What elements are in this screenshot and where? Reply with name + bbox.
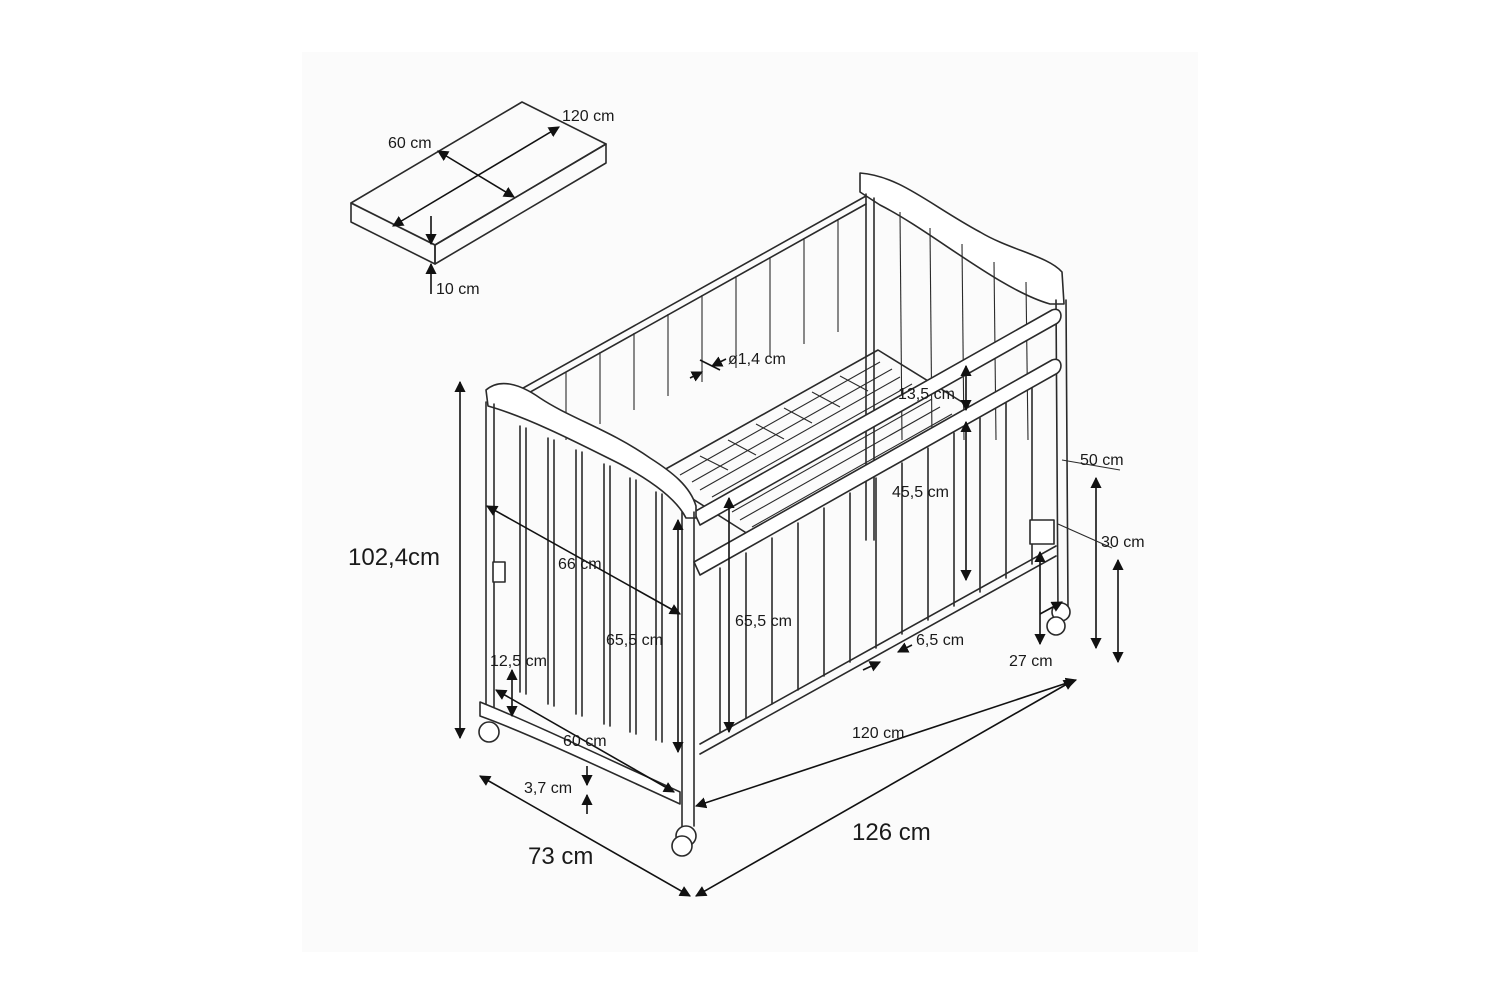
slat-diameter-arrow-b — [689, 371, 704, 382]
back-rail-slats — [565, 219, 839, 440]
mattress-front-face — [350, 202, 436, 265]
dimension-labels: 120 cm 60 cm 10 cm ø1,4 cm 13,5 cm 45,5 … — [348, 108, 1145, 870]
slat-diameter-arrow-a — [710, 356, 727, 367]
front-bottom-rail — [699, 545, 1057, 745]
slat-diameter-leader — [699, 359, 721, 371]
front-base-height-label: 65,5 cm — [735, 613, 792, 630]
front-rail-slats — [719, 387, 1033, 733]
back-post-right-2 — [1065, 299, 1069, 609]
side-bracket-right — [1029, 519, 1055, 545]
rail-gap-label: 13,5 cm — [898, 386, 955, 403]
front-headboard — [485, 382, 697, 519]
side-lower-height-leader — [1057, 523, 1113, 549]
base-clearance-label: 27 cm — [1009, 653, 1053, 670]
base-width-label: 60 cm — [563, 733, 607, 750]
front-top-rail — [693, 308, 1062, 526]
side-top-height-leader — [1061, 459, 1121, 471]
slat-spacing-label: 6,5 cm — [916, 632, 964, 649]
front-middle-rail — [693, 358, 1062, 576]
end-base-height-label: 65,5 cm — [606, 632, 663, 649]
base-clearance-tick — [1039, 601, 1063, 615]
bed-base-crossbars — [699, 375, 869, 471]
slat-spacing-arrow-a — [862, 661, 882, 672]
mattress-drawing — [350, 101, 607, 294]
total-height-label: 102,4cm — [348, 544, 440, 571]
front-right-wheel-2 — [671, 835, 693, 857]
front-runner — [479, 701, 681, 805]
end-width-arrow — [486, 505, 681, 615]
side-top-height-label: 50 cm — [1080, 452, 1124, 469]
back-post-right — [1055, 299, 1059, 611]
mattress-length-label: 120 cm — [562, 108, 614, 125]
inner-length-label: 120 cm — [852, 725, 904, 742]
base-width-arrow — [495, 689, 675, 793]
runner-height-label: 3,7 cm — [524, 780, 572, 797]
inner-height-label: 45,5 cm — [892, 484, 949, 501]
slat-diameter-label: ø1,4 cm — [728, 351, 786, 368]
back-right-wheel-2 — [1046, 616, 1066, 636]
end-width-label: 66 cm — [558, 556, 602, 573]
total-length-arrow — [695, 679, 1075, 897]
mattress-thickness-label: 10 cm — [436, 281, 480, 298]
back-headboard — [859, 172, 1065, 305]
total-depth-arrow — [479, 775, 691, 897]
mattress-side-face — [434, 143, 607, 265]
leg-height-label: 12,5 cm — [490, 653, 547, 670]
side-bracket-left — [492, 561, 506, 583]
slat-spacing-arrow-b — [896, 642, 913, 653]
front-left-wheel — [478, 721, 500, 743]
mattress-width-arrow — [437, 150, 515, 198]
side-lower-height-label: 30 cm — [1101, 534, 1145, 551]
mattress-width-label: 60 cm — [388, 135, 432, 152]
total-length-label: 126 cm — [852, 819, 931, 846]
dimension-arrows — [454, 356, 1124, 897]
back-top-rail — [515, 195, 867, 393]
total-depth-label: 73 cm — [528, 843, 593, 870]
back-top-rail-lower — [515, 203, 867, 401]
crib-drawing — [478, 172, 1071, 857]
